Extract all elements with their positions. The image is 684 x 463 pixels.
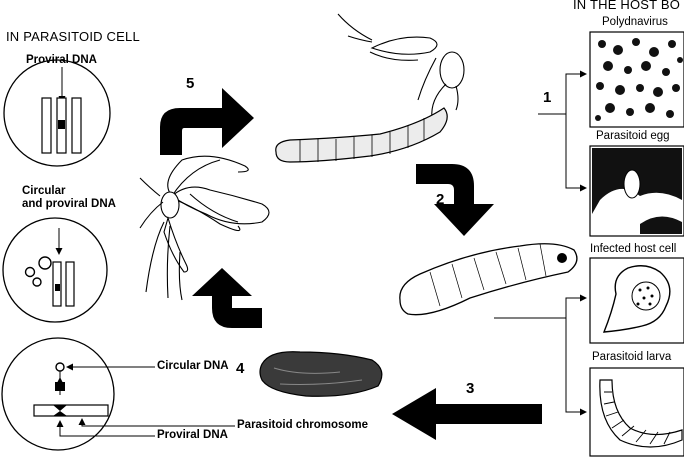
panel-title-parasitoid-larva: Parasitoid larva [592,351,672,363]
ovipositing-wasp-illustration [337,13,465,119]
panel-parasitoid-egg [589,145,684,237]
step-3-arrow [392,388,542,440]
label-and-proviral-dna: and proviral DNA [22,198,116,210]
parasitized-caterpillar-illustration [275,107,448,163]
step-4-arrow [192,268,262,348]
step-number-4: 4 [236,360,245,377]
step-number-2: 2 [436,191,445,208]
host-caterpillar-illustration [399,243,578,316]
step-number-1: 1 [543,89,552,106]
left-header: IN PARASITOID CELL [6,29,140,44]
step-2-arrow [416,164,494,236]
adult-wasp-illustration [139,155,270,301]
step-5-arrow [160,88,254,155]
parasitoid-cocoon-illustration [259,351,383,397]
panel-parasitoid-larva [589,367,684,457]
cell-proviral-dna [3,59,111,167]
panel-polydnavirus [589,31,684,128]
label-proviral-dna-bottom: Proviral DNA [157,429,228,441]
panel-title-infected-host-cell: Infected host cell [590,243,677,255]
label-circular-dna: Circular DNA [157,360,229,372]
panel-title-polydnavirus: Polydnavirus [602,16,668,28]
panel-title-parasitoid-egg: Parasitoid egg [596,130,670,142]
cell-excision-schematic [1,337,235,451]
host-panel-connectors [494,70,587,416]
panel-infected-host-cell [589,257,684,344]
right-header: IN THE HOST BO [573,0,681,12]
step-number-3: 3 [466,380,475,397]
cell-circular-and-proviral-dna [2,217,108,323]
step-number-5: 5 [186,75,195,92]
label-parasitoid-chromosome: Parasitoid chromosome [237,419,369,431]
label-proviral-dna: Proviral DNA [26,54,97,66]
label-circular: Circular [22,185,66,197]
